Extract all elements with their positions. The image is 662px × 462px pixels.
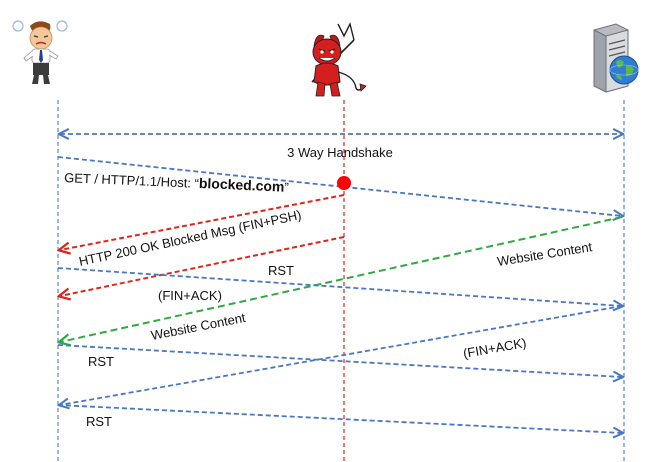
get-request-label: GET / HTTP/1.1/Host: “blocked.com” xyxy=(64,169,289,195)
rst-1-arrow xyxy=(57,344,622,377)
rst-2-arrow xyxy=(57,404,622,433)
frustrated-user-icon xyxy=(12,20,68,84)
website-content-server-label: Website Content xyxy=(496,239,593,269)
rst-2-label: RST xyxy=(86,414,112,429)
fin-ack-client-label: (FIN+ACK) xyxy=(158,288,222,303)
devil-icon xyxy=(311,21,367,97)
rst-1-label: RST xyxy=(88,354,114,369)
fin-ack-client-arrow xyxy=(57,267,622,306)
rst-censor-arrow xyxy=(60,236,345,296)
censor-intercept-dot xyxy=(337,176,351,190)
website-content-client-label: Website Content xyxy=(150,310,247,343)
fin-ack-server-label: (FIN+ACK) xyxy=(462,335,528,361)
website-content-arrow xyxy=(60,216,623,342)
blocked-msg-arrow xyxy=(60,194,345,250)
blocked-msg-label: HTTP 200 OK Blocked Msg (FIN+PSH) xyxy=(78,207,303,269)
rst-censor-label: RST xyxy=(268,263,294,278)
web-server-globe-icon xyxy=(593,23,639,93)
handshake-label: 3 Way Handshake xyxy=(287,145,393,160)
fin-ack-server-arrow xyxy=(60,305,623,405)
